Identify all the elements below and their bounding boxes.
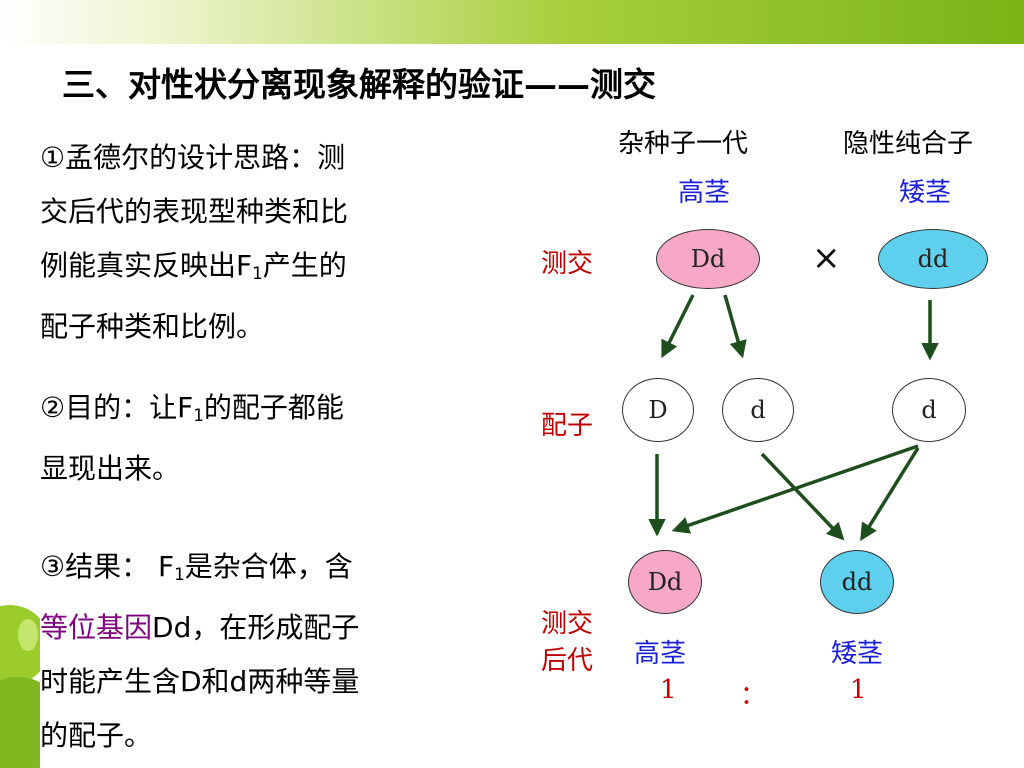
text-line: ①孟德尔的设计思路：测 bbox=[40, 141, 346, 174]
allele-highlight: 等位基因 bbox=[40, 611, 153, 644]
purpose-paragraph: ②目的：让F1的配子都能 显现出来。 bbox=[40, 381, 344, 496]
design-idea-paragraph: ①孟德尔的设计思路：测 交后代的表现型种类和比 例能真实反映出F1产生的 配子种… bbox=[40, 131, 348, 354]
parent-dd: dd bbox=[878, 229, 988, 289]
header-recessive: 隐性纯合子 bbox=[843, 129, 974, 159]
arrow-d-to-dd bbox=[760, 452, 845, 541]
arrow-parent-to-D bbox=[661, 294, 695, 359]
offspring-tall-label: 高茎 bbox=[634, 639, 687, 669]
arrow-recessive-d-to-Dd bbox=[671, 444, 919, 534]
text-line: 例能真实反映出F1产生的 bbox=[40, 249, 347, 283]
cross-sign: × bbox=[812, 238, 841, 278]
arrow-recessive-d-to-dd bbox=[860, 447, 920, 541]
gamete-D: D bbox=[622, 378, 694, 442]
result-paragraph: ③结果： F1是杂合体，含 等位基因Dd，在形成配子 时能产生含D和d两种等量 … bbox=[40, 540, 359, 763]
header-gradient-bar bbox=[0, 0, 1024, 44]
ratio-left: 1 bbox=[660, 675, 677, 705]
content-panel bbox=[40, 44, 1024, 768]
row-label-gametes: 配子 bbox=[541, 411, 594, 441]
text-line: 等位基因Dd，在形成配子 bbox=[40, 611, 360, 644]
text-line: 交后代的表现型种类和比 bbox=[40, 195, 349, 228]
text-line: 显现出来。 bbox=[40, 452, 181, 485]
row-label-offspring-1: 测交 bbox=[541, 609, 594, 639]
ratio-right: 1 bbox=[850, 675, 867, 705]
text-line: 配子种类和比例。 bbox=[40, 310, 265, 343]
offspring-dd: dd bbox=[820, 550, 894, 614]
offspring-Dd: Dd bbox=[628, 550, 702, 614]
offspring-dwarf-label: 矮茎 bbox=[831, 639, 884, 669]
text-line: 的配子。 bbox=[40, 719, 153, 752]
page-title: 三、对性状分离现象解释的验证——测交 bbox=[62, 65, 656, 104]
ratio-separator: ： bbox=[740, 681, 767, 711]
text-line: ③结果： F1是杂合体，含 bbox=[40, 550, 353, 584]
text-line: ②目的：让F1的配子都能 bbox=[40, 391, 344, 425]
parent-Dd: Dd bbox=[656, 229, 760, 289]
parent-dwarf-label: 矮茎 bbox=[899, 178, 952, 208]
gamete-recessive-d: d bbox=[892, 378, 966, 442]
parent-tall-label: 高茎 bbox=[678, 178, 731, 208]
row-label-testcross: 测交 bbox=[541, 249, 594, 279]
text-line: 时能产生含D和d两种等量 bbox=[40, 665, 360, 698]
header-hybrid: 杂种子一代 bbox=[618, 129, 749, 159]
arrow-parent-to-d bbox=[723, 294, 747, 359]
gamete-d: d bbox=[722, 378, 794, 442]
row-label-offspring-2: 后代 bbox=[541, 646, 594, 676]
